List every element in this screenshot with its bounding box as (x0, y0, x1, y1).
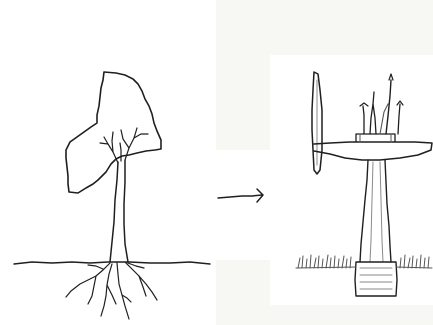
middle-sketch-paper (206, 150, 276, 260)
